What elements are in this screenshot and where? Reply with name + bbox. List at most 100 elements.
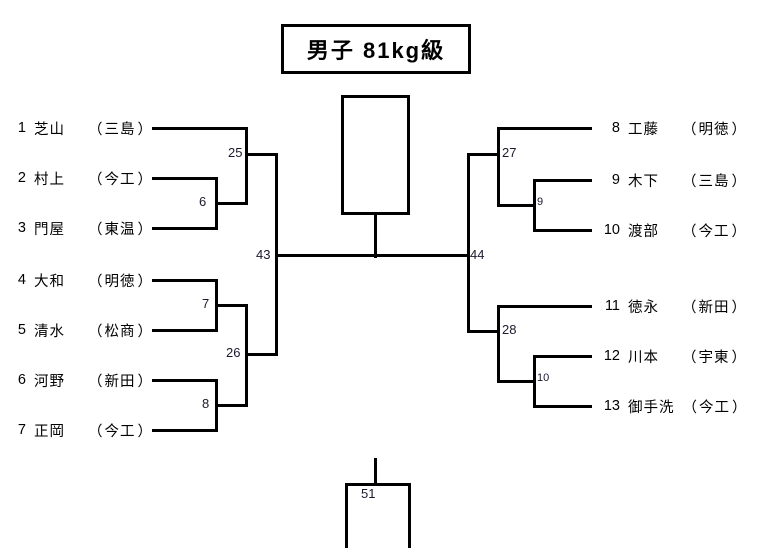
player-name: 工藤 (628, 121, 659, 138)
school-name: 新田 (698, 299, 730, 316)
match-number-25: 25 (228, 145, 243, 160)
line-match-8-out (215, 404, 248, 407)
connector-match-25 (245, 127, 248, 205)
school-name: 今工 (699, 399, 730, 416)
school-name: 東温 (104, 221, 136, 238)
line-entry-4 (152, 279, 215, 282)
player-name: 河野 (34, 373, 65, 390)
match-number-28: 28 (502, 322, 517, 337)
third-place-crossbar (345, 483, 411, 486)
player-name: 徳永 (628, 299, 659, 316)
player-name: 川本 (628, 349, 659, 366)
paren-open: （ (682, 121, 697, 138)
connector-match-27 (497, 127, 500, 207)
match-number-8: 8 (202, 396, 210, 411)
school-name: 松商 (104, 323, 136, 340)
school-name: 今工 (698, 223, 730, 240)
line-match-6-out (215, 202, 248, 205)
paren-open: （ (88, 121, 103, 138)
paren-close: ） (731, 299, 747, 316)
line-match-10-out (500, 380, 536, 383)
school-name: 三島 (698, 173, 730, 190)
paren-close: ） (137, 221, 153, 238)
seed-number: 6 (17, 372, 26, 388)
seed-number: 13 (603, 398, 620, 414)
paren-open: （ (682, 299, 697, 316)
third-place-leg-right (408, 483, 411, 548)
entry-right-9: 9 木下 （ 三島 ） (600, 170, 764, 190)
line-entry-11 (497, 305, 592, 308)
entry-left-7: 7 正岡 （ 今工 ） (8, 420, 158, 440)
paren-close: ） (731, 173, 747, 190)
paren-open: （ (88, 373, 103, 390)
line-match-9-out (500, 204, 536, 207)
paren-open: （ (88, 323, 103, 340)
champion-box (341, 95, 410, 215)
paren-close: ） (731, 121, 747, 138)
line-entry-10 (533, 229, 592, 232)
line-entry-7 (152, 429, 215, 432)
seed-number: 2 (17, 170, 26, 186)
entry-right-8: 8 工藤 （ 明徳 ） (600, 118, 764, 138)
entry-right-12: 12 川本 （ 宇東 ） (600, 346, 764, 366)
paren-close: ） (137, 171, 153, 188)
seed-number: 9 (611, 172, 620, 188)
line-match-26-out (245, 353, 278, 356)
entry-left-3: 3 門屋 （ 東温 ） (8, 218, 158, 238)
player-name: 芝山 (34, 121, 65, 138)
match-number-43: 43 (256, 247, 271, 262)
line-match-7-out (215, 304, 248, 307)
paren-close: ） (137, 373, 153, 390)
third-place-leg-left (345, 483, 348, 548)
paren-close: ） (731, 349, 747, 366)
player-name: 御手洗 (628, 399, 675, 416)
line-entry-1 (152, 127, 245, 130)
line-match-25-out (245, 153, 278, 156)
entry-right-11: 11 徳永 （ 新田 ） (600, 296, 764, 316)
third-place-stem (374, 458, 377, 483)
player-name: 清水 (34, 323, 65, 340)
match-number-6: 6 (199, 194, 207, 209)
line-entry-3 (152, 227, 215, 230)
entry-right-13: 13 御手洗 （ 今工 ） (600, 396, 764, 416)
entry-left-5: 5 清水 （ 松商 ） (8, 320, 158, 340)
school-name: 今工 (104, 171, 136, 188)
line-entry-5 (152, 329, 215, 332)
player-name: 渡部 (628, 223, 659, 240)
line-final (275, 254, 470, 257)
seed-number: 11 (604, 298, 620, 314)
seed-number: 4 (17, 272, 26, 288)
paren-close: ） (732, 399, 747, 416)
school-name: 三島 (104, 121, 136, 138)
champion-stem (374, 215, 377, 258)
school-name: 明徳 (104, 273, 136, 290)
match-number-9: 9 (537, 196, 544, 208)
entry-right-10: 10 渡部 （ 今工 ） (600, 220, 764, 240)
paren-open: （ (88, 423, 103, 440)
school-name: 明徳 (698, 121, 730, 138)
line-entry-8 (497, 127, 592, 130)
seed-number: 10 (603, 222, 620, 238)
line-entry-9 (533, 179, 592, 182)
player-name: 大和 (34, 273, 65, 290)
paren-close: ） (731, 223, 747, 240)
match-number-51: 51 (361, 486, 376, 501)
line-entry-2 (152, 177, 215, 180)
match-number-10: 10 (537, 372, 550, 384)
line-match-27-out (467, 153, 500, 156)
seed-number: 5 (17, 322, 26, 338)
paren-open: （ (88, 171, 103, 188)
paren-close: ） (137, 121, 153, 138)
page-title: 男子 81kg級 (306, 38, 446, 63)
seed-number: 3 (17, 220, 26, 236)
player-name: 木下 (628, 173, 659, 190)
entry-left-2: 2 村上 （ 今工 ） (8, 168, 158, 188)
paren-close: ） (137, 323, 153, 340)
player-name: 正岡 (34, 423, 65, 440)
match-number-44: 44 (470, 247, 485, 262)
school-name: 宇東 (698, 349, 730, 366)
match-number-27: 27 (502, 145, 517, 160)
paren-open: （ (682, 173, 697, 190)
school-name: 今工 (104, 423, 136, 440)
line-entry-12 (533, 355, 592, 358)
